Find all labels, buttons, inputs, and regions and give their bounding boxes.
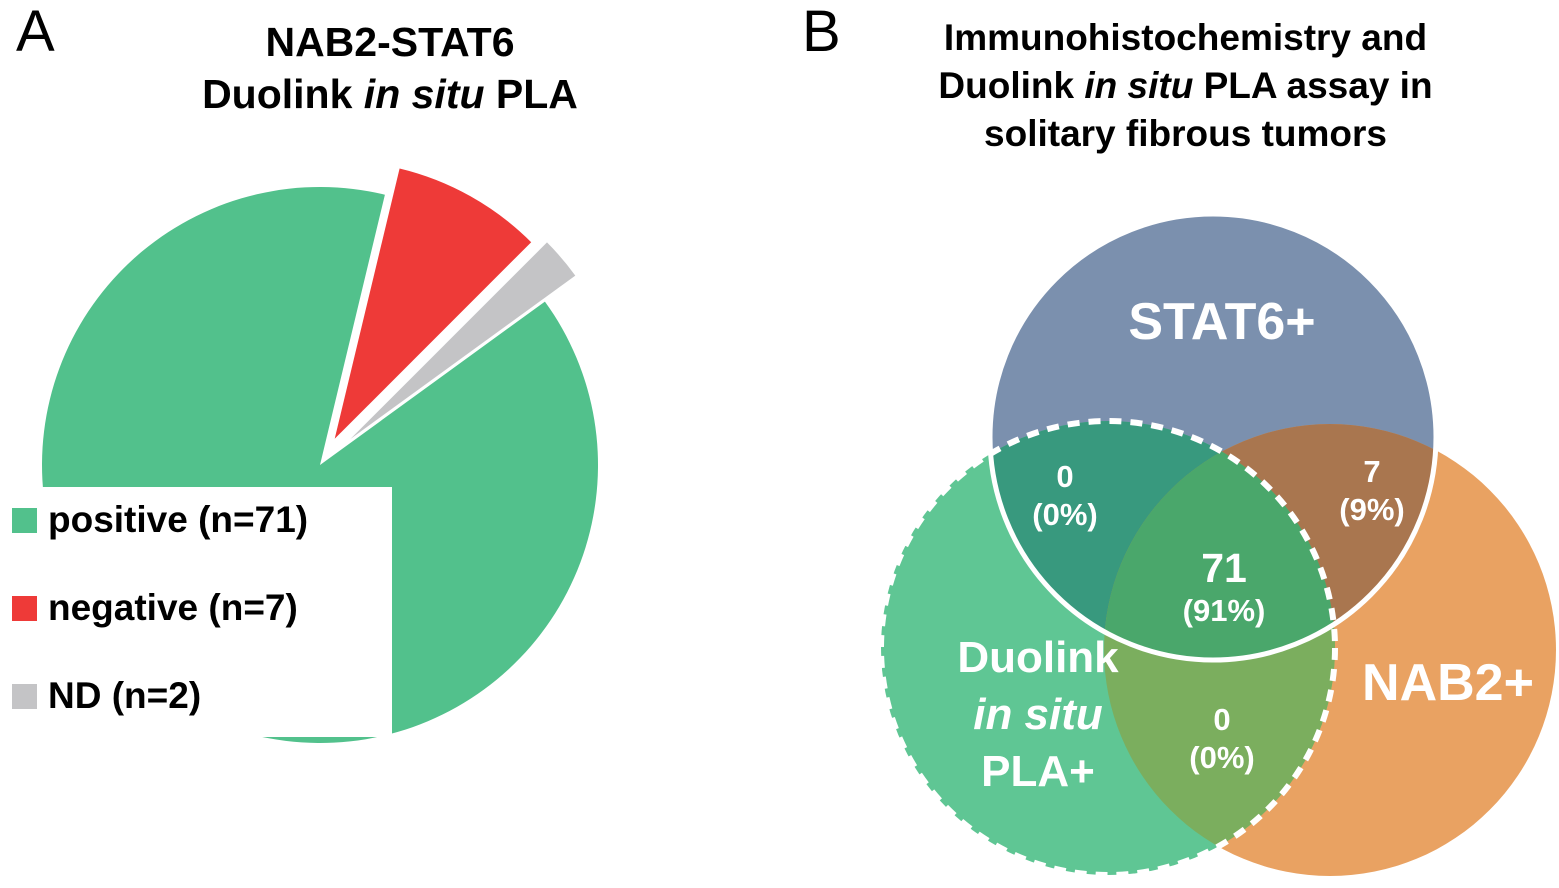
duolink-set-label-line2: in situ [973,690,1103,739]
panel-a-title-line2-italic: in situ [363,71,485,117]
panel-a-letter: A [16,0,55,64]
legend-label-nd: ND (n=2) [48,675,202,716]
panel-b-title-line2-italic: in situ [1084,65,1194,106]
panel-a-title: NAB2-STAT6 Duolink in situ PLA [105,16,675,120]
legend-item-negative: negative (n=7) [12,579,392,637]
duolink-nab2-percent: (0%) [1189,740,1254,775]
panel-b-title: Immunohistochemistry and Duolink in situ… [828,14,1543,158]
panel-b-title-line2-pre: Duolink [938,65,1085,106]
stat6-nab2-count: 7 [1363,454,1380,489]
pie-slice-ND [350,242,576,439]
stat6-set-label: STAT6+ [1128,293,1315,351]
legend-swatch-nd [12,683,37,709]
duolink-set-label-line3: PLA+ [981,747,1095,796]
all-three-count: 71 [1201,545,1247,591]
panel-b-letter: B [802,0,841,64]
legend-label-positive: positive (n=71) [48,499,309,540]
panel-b-title-line1: Immunohistochemistry and [943,17,1428,58]
panel-a-title-line1: NAB2-STAT6 [265,19,515,65]
stat6-duolink-percent: (0%) [1032,497,1097,532]
panel-a-title-line2-post: PLA [484,71,578,117]
panel-b: B Immunohistochemistry and Duolink in si… [780,0,1559,888]
duolink-nab2-count: 0 [1213,702,1230,737]
panel-b-title-line2-post: PLA assay in [1193,65,1433,106]
pie-slice-negative [334,168,532,439]
pie-legend: positive (n=71) negative (n=7) ND (n=2) [0,487,392,737]
stat6-duolink-count: 0 [1056,459,1073,494]
legend-swatch-positive [12,507,37,533]
all-three-percent: (91%) [1183,593,1266,628]
legend-swatch-negative [12,595,37,621]
panel-a-title-line2-pre: Duolink [202,71,364,117]
panel-b-title-line2: Duolink in situ PLA assay in [938,65,1432,106]
legend-item-positive: positive (n=71) [12,491,392,549]
panel-a: A NAB2-STAT6 Duolink in situ PLA positiv… [0,0,700,888]
panel-b-title-line3: solitary fibrous tumors [984,113,1387,154]
stat6-nab2-percent: (9%) [1339,492,1404,527]
panel-a-title-line2: Duolink in situ PLA [202,71,578,117]
stat6-circle-outline [987,211,1439,663]
nab2-set-label: NAB2+ [1362,654,1534,712]
venn-diagram: STAT6+ NAB2+ Duolink in situ PLA+ 0 (0%)… [878,211,1556,878]
legend-item-nd: ND (n=2) [12,667,392,725]
legend-label-negative: negative (n=7) [48,587,298,628]
duolink-circle-dashed-outline [878,418,1338,878]
duolink-set-label-line1: Duolink [957,633,1119,682]
